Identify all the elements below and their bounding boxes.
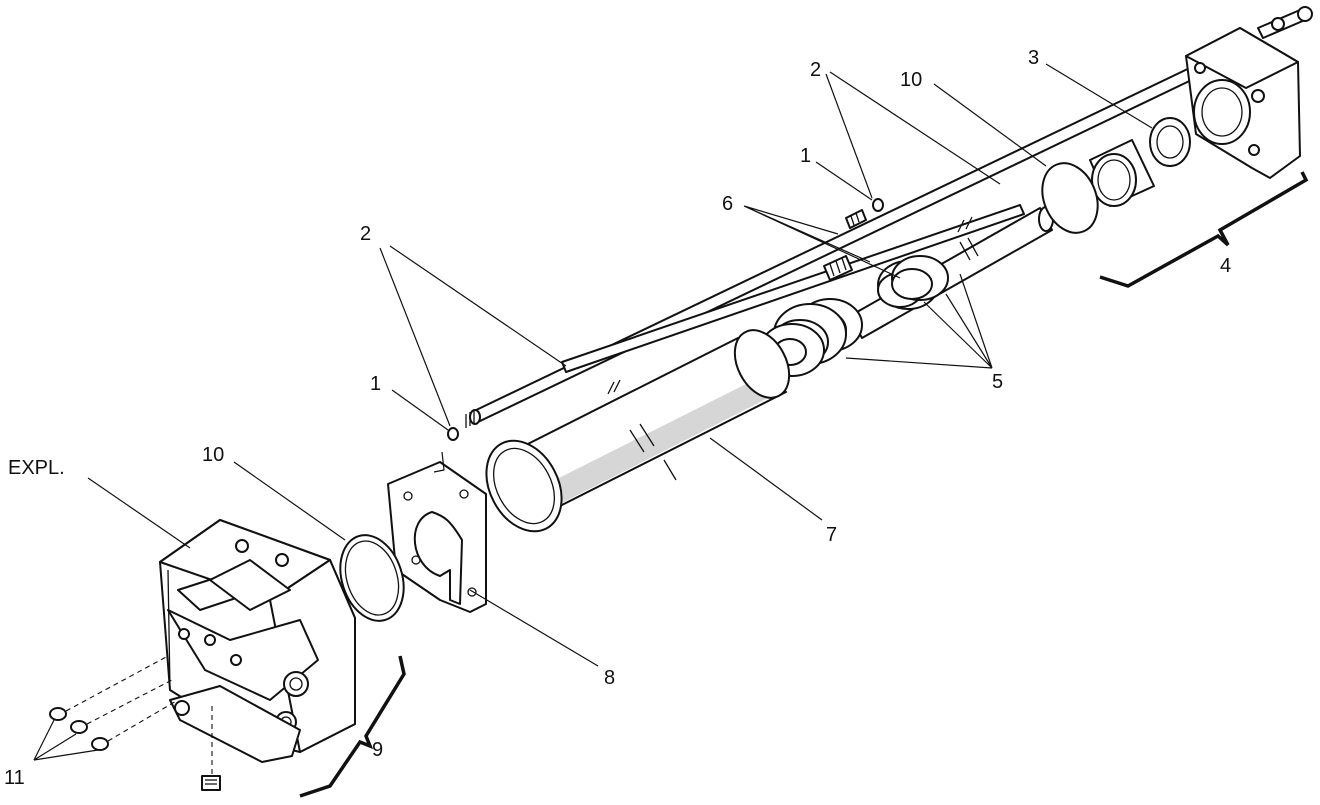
label-11: 11	[4, 767, 25, 789]
brace-4	[1099, 171, 1309, 288]
set-screws	[823, 209, 867, 281]
tie-rod-middle	[561, 204, 1025, 395]
label-10-left: 10	[202, 444, 224, 466]
label-5: 5	[992, 371, 1003, 393]
label-4: 4	[1220, 255, 1231, 277]
bushing	[1089, 117, 1191, 207]
label-1-right: 1	[800, 145, 811, 167]
tie-rod-upper	[465, 6, 1313, 428]
flange-plate	[387, 461, 487, 613]
label-10-right: 10	[900, 69, 922, 91]
o-ring-left	[339, 534, 405, 622]
label-9: 9	[372, 739, 383, 761]
bolt	[201, 706, 221, 791]
label-7: 7	[826, 524, 837, 546]
small-o-rings	[49, 655, 179, 751]
small-o-ring-left	[447, 427, 459, 441]
label-2-right: 2	[810, 59, 821, 81]
end-head-right	[1185, 27, 1301, 179]
cylinder-barrel	[485, 329, 791, 533]
end-head-block	[159, 519, 356, 763]
label-6: 6	[722, 193, 733, 215]
label-8: 8	[604, 667, 615, 689]
o-ring-right	[1041, 162, 1099, 234]
label-3: 3	[1028, 47, 1039, 69]
label-1-left: 1	[370, 373, 381, 395]
label-expl: EXPL.	[8, 457, 65, 479]
brace-9	[299, 655, 406, 798]
small-o-ring-right	[872, 198, 884, 212]
leader-lines	[33, 63, 1153, 761]
label-2-left: 2	[360, 223, 371, 245]
